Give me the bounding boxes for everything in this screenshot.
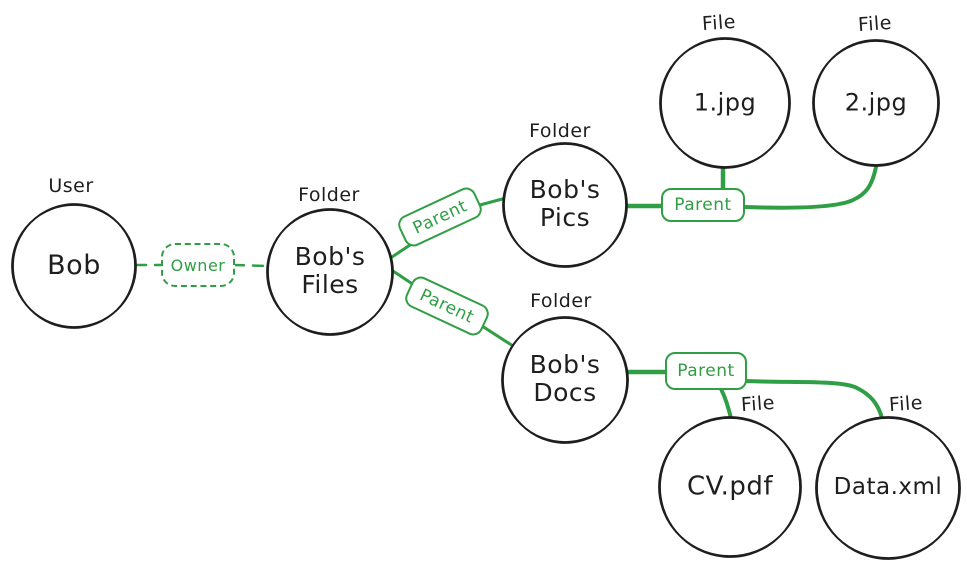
node-label-2jpg: 2.jpg — [844, 88, 908, 117]
node-circle-2jpg — [812, 39, 940, 167]
node-label-cvpdf: CV.pdf — [686, 471, 774, 502]
edge-parent-to-dataxml — [744, 379, 884, 420]
node-circle-1jpg — [659, 37, 791, 169]
type-label-file-1jpg: File — [701, 10, 737, 36]
type-label-folder-files: Folder — [298, 184, 360, 206]
type-label-user-bob: User — [48, 175, 94, 197]
type-label-file-dataxml: File — [888, 391, 924, 417]
edge-label-parent-pics-children: Parent — [661, 188, 745, 222]
node-circle-bobs-pics — [502, 142, 628, 268]
node-label-bobs-docs: Bob's Docs — [530, 351, 601, 407]
node-label-bobs-files-line1: Bob's — [294, 242, 366, 271]
node-label-bobs-pics-line2: Pics — [539, 203, 591, 232]
type-label-file-cvpdf: File — [740, 391, 776, 417]
type-label-folder-pics: Folder — [529, 120, 591, 142]
node-circle-bob — [11, 203, 137, 329]
node-label-dataxml: Data.xml — [833, 474, 943, 501]
edge-files-to-parent-docs — [388, 267, 416, 287]
node-label-1jpg: 1.jpg — [693, 88, 757, 117]
node-circle-bobs-files — [266, 208, 394, 336]
edge-parent-to-cvpdf — [719, 387, 733, 420]
edge-owner-dashed — [134, 263, 271, 268]
edge-label-owner: Owner — [161, 243, 235, 287]
node-label-bobs-files: Bob's Files — [295, 243, 366, 299]
edge-parent-to-docs — [480, 324, 515, 348]
node-label-bob: Bob — [47, 249, 101, 281]
edge-label-parent-docs-children: Parent — [665, 352, 747, 390]
type-label-folder-docs: Folder — [530, 290, 592, 312]
node-label-bobs-files-line2: Files — [301, 270, 359, 299]
node-circle-cvpdf — [658, 416, 802, 558]
edge-parent-to-2jpg — [742, 165, 878, 210]
node-circle-dataxml — [815, 416, 961, 560]
node-label-bobs-docs-line1: Bob's — [529, 350, 601, 379]
node-circle-bobs-docs — [501, 316, 629, 444]
node-label-bobs-pics-line1: Bob's — [529, 175, 601, 204]
node-label-bobs-docs-line2: Docs — [533, 378, 597, 407]
node-label-bobs-pics: Bob's Pics — [530, 176, 601, 232]
type-label-file-2jpg: File — [857, 11, 893, 37]
